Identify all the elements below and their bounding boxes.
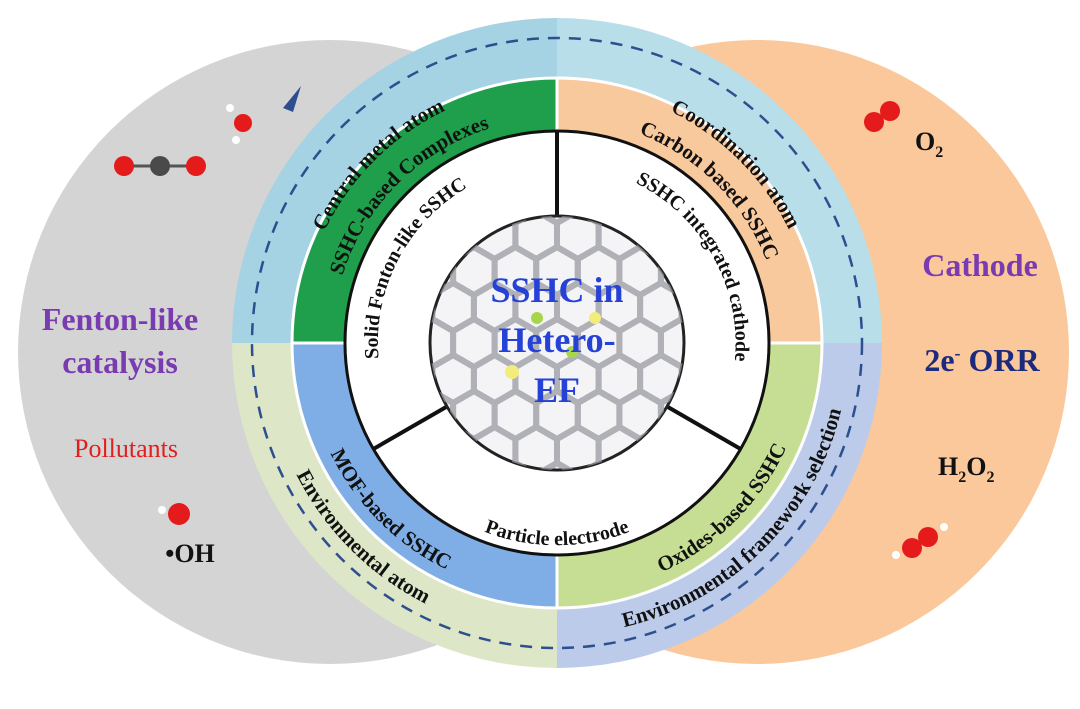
center-title-line3: EF: [534, 370, 580, 410]
lattice-hexagon: [533, 460, 581, 470]
center-title-line2: Hetero-: [498, 320, 615, 360]
orr-label: 2e- ORR: [924, 342, 1040, 378]
left-title-line1: Fenton-like: [42, 301, 198, 337]
green-atom: [566, 346, 578, 358]
dashed-cycle: [250, 36, 864, 650]
o2-molecule-icon: [864, 101, 900, 132]
h2o2-label: H2O2: [938, 452, 994, 486]
yellow-atom: [589, 312, 601, 324]
hydroxyl-radical-label: •OH: [165, 539, 215, 568]
co2-molecule-icon: [114, 156, 206, 176]
center-title-line1: SSHC in: [490, 270, 623, 310]
center-atoms: [505, 312, 601, 379]
green-atom: [531, 312, 543, 324]
o2-label: O2: [915, 127, 943, 161]
h2o2-molecule-icon: [892, 523, 948, 559]
water-molecule-icon: [226, 104, 252, 144]
cathode-title: Cathode: [922, 247, 1038, 283]
left-title-line2: catalysis: [62, 344, 178, 380]
yellow-atom: [505, 365, 519, 379]
cycle-arrowhead-icon: [283, 86, 301, 112]
hydroxyl-molecule-icon: [158, 503, 190, 525]
pollutants-label: Pollutants: [74, 434, 178, 463]
inner-ring-dividers: [372, 131, 742, 451]
watermark-logo-icon: [7, 672, 47, 693]
watermark: 大数跨境: [7, 672, 124, 696]
watermark-text: 大数跨境: [52, 676, 124, 696]
